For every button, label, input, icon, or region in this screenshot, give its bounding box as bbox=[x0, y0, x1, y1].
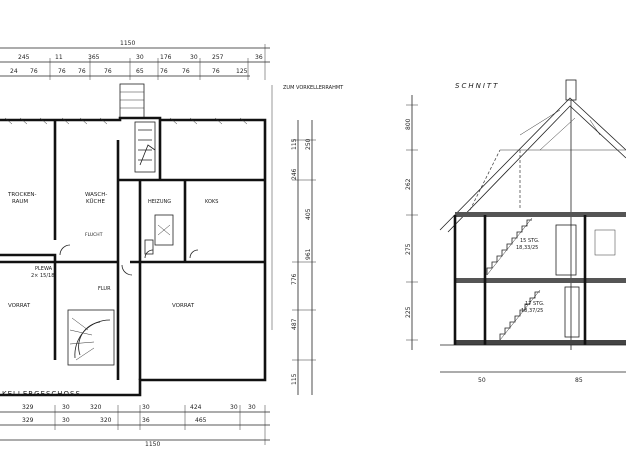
room-trocken-1: TROCKEN- bbox=[7, 192, 37, 198]
room-trocken-2: RAUM bbox=[12, 199, 28, 205]
section-h-3: 275 bbox=[405, 243, 412, 255]
dim-bottom-total: 1150 bbox=[145, 441, 160, 448]
room-flur: FLUR bbox=[98, 286, 111, 292]
dim-bottom-3: 320 bbox=[90, 404, 102, 411]
dim-top-1: 245 bbox=[18, 54, 30, 61]
stair-upper-label: 15 STG. bbox=[520, 238, 540, 244]
section-door-upper bbox=[555, 224, 577, 276]
dim-top-total: 1150 bbox=[120, 40, 135, 47]
wall-hatching bbox=[4, 117, 248, 125]
dim-top-5: 176 bbox=[160, 54, 172, 61]
section-chimney bbox=[565, 79, 577, 101]
dim-top-3: 365 bbox=[88, 54, 100, 61]
dim-top-2: 11 bbox=[55, 54, 63, 61]
dim-bottom2-5: 465 bbox=[195, 417, 207, 424]
svg-text:76: 76 bbox=[104, 68, 112, 75]
stair-lower-dim: 18,37/25 bbox=[521, 308, 543, 314]
section-title: SCHNITT bbox=[455, 82, 499, 90]
section-h-4: 225 bbox=[405, 306, 412, 318]
dim-bottom-6: 30 bbox=[230, 404, 238, 411]
svg-text:76: 76 bbox=[182, 68, 190, 75]
door-arc-4 bbox=[189, 249, 199, 259]
svg-text:76: 76 bbox=[212, 68, 220, 75]
dim-top-4: 30 bbox=[136, 54, 144, 61]
stair-lower-label: 17 STG. bbox=[525, 301, 545, 307]
dim-bottom-5: 424 bbox=[190, 404, 202, 411]
svg-text:961: 961 bbox=[305, 248, 312, 260]
section-stair-upper bbox=[486, 217, 533, 276]
spiral-stair bbox=[67, 309, 115, 366]
section-door-lower bbox=[564, 286, 580, 338]
room-heizung: HEIZUNG bbox=[148, 199, 171, 205]
dim-right-values: 115 246 250 405 961 776 487 115 bbox=[291, 138, 312, 385]
section-roof bbox=[439, 97, 626, 231]
room-koks: KOKS bbox=[205, 199, 218, 205]
section-h-1: 800 bbox=[405, 118, 412, 130]
room-plewa-dim: 2× 15/18 bbox=[31, 273, 54, 279]
dim-bottom-1: 329 bbox=[22, 404, 34, 411]
room-wasch-1: WASCH- bbox=[85, 192, 107, 198]
floor-slab-base bbox=[455, 340, 626, 345]
svg-text:487: 487 bbox=[291, 318, 298, 330]
section-h-2: 262 bbox=[405, 178, 412, 190]
section-dim-bottom-2: 85 bbox=[575, 377, 583, 384]
dim-bottom-4: 30 bbox=[142, 404, 150, 411]
svg-text:115: 115 bbox=[291, 373, 298, 385]
dim-bottom2-2: 30 bbox=[62, 417, 70, 424]
outer-wall bbox=[0, 116, 267, 397]
stair-upper bbox=[134, 121, 156, 173]
boiler-symbol bbox=[154, 214, 174, 246]
plan-title: KELLERGESCHOSS bbox=[2, 390, 81, 398]
stair-upper-dim: 18,33/25 bbox=[516, 245, 538, 251]
street-note: ZUM VORKELLERRAHMT bbox=[283, 85, 344, 91]
svg-text:125: 125 bbox=[236, 68, 248, 75]
svg-text:250: 250 bbox=[305, 138, 312, 150]
svg-text:65: 65 bbox=[136, 68, 144, 75]
dim-bottom2-1: 329 bbox=[22, 417, 34, 424]
room-plewa: PLEWA bbox=[35, 266, 53, 272]
dim-bottom-7: 30 bbox=[248, 404, 256, 411]
room-vorrat-right: VORRAT bbox=[172, 303, 195, 309]
svg-text:76: 76 bbox=[78, 68, 86, 75]
dim-bottom2-3: 320 bbox=[100, 417, 112, 424]
dim-top-7: 257 bbox=[212, 54, 224, 61]
dim-bottom-2: 30 bbox=[62, 404, 70, 411]
room-flucht: FLUCHT bbox=[85, 232, 103, 238]
svg-text:76: 76 bbox=[160, 68, 168, 75]
tank-symbol bbox=[144, 239, 154, 255]
svg-text:76: 76 bbox=[58, 68, 66, 75]
room-wasch-2: KÜCHE bbox=[86, 198, 105, 205]
floor-plan: 1150 245 11 365 30 176 30 257 36 24 76 76 … bbox=[0, 40, 344, 448]
section-window bbox=[594, 229, 616, 256]
floor-slab-1 bbox=[455, 212, 626, 217]
chimney-shaft bbox=[119, 83, 145, 119]
floor-slab-2 bbox=[455, 278, 626, 283]
door-arc-1 bbox=[59, 244, 71, 256]
dim-top-6: 30 bbox=[190, 54, 198, 61]
svg-text:776: 776 bbox=[291, 273, 298, 285]
door-arc-3 bbox=[144, 249, 154, 259]
svg-text:24: 24 bbox=[10, 68, 18, 75]
svg-text:115: 115 bbox=[291, 138, 298, 150]
dim-bottom2-4: 36 bbox=[142, 417, 150, 424]
svg-text:76: 76 bbox=[30, 68, 38, 75]
dim-top-8: 36 bbox=[255, 54, 263, 61]
door-arc-2 bbox=[121, 264, 133, 276]
dim-top-ticks: 24 76 76 76 76 65 76 76 76 125 bbox=[10, 68, 248, 75]
section-stair-lower bbox=[499, 289, 541, 341]
section-drawing: SCHNITT 800 262 275 225 bbox=[405, 79, 626, 384]
room-vorrat-left: VORRAT bbox=[8, 303, 31, 309]
svg-text:405: 405 bbox=[305, 208, 312, 220]
section-dim-bottom-1: 50 bbox=[478, 377, 486, 384]
svg-text:246: 246 bbox=[291, 168, 298, 180]
